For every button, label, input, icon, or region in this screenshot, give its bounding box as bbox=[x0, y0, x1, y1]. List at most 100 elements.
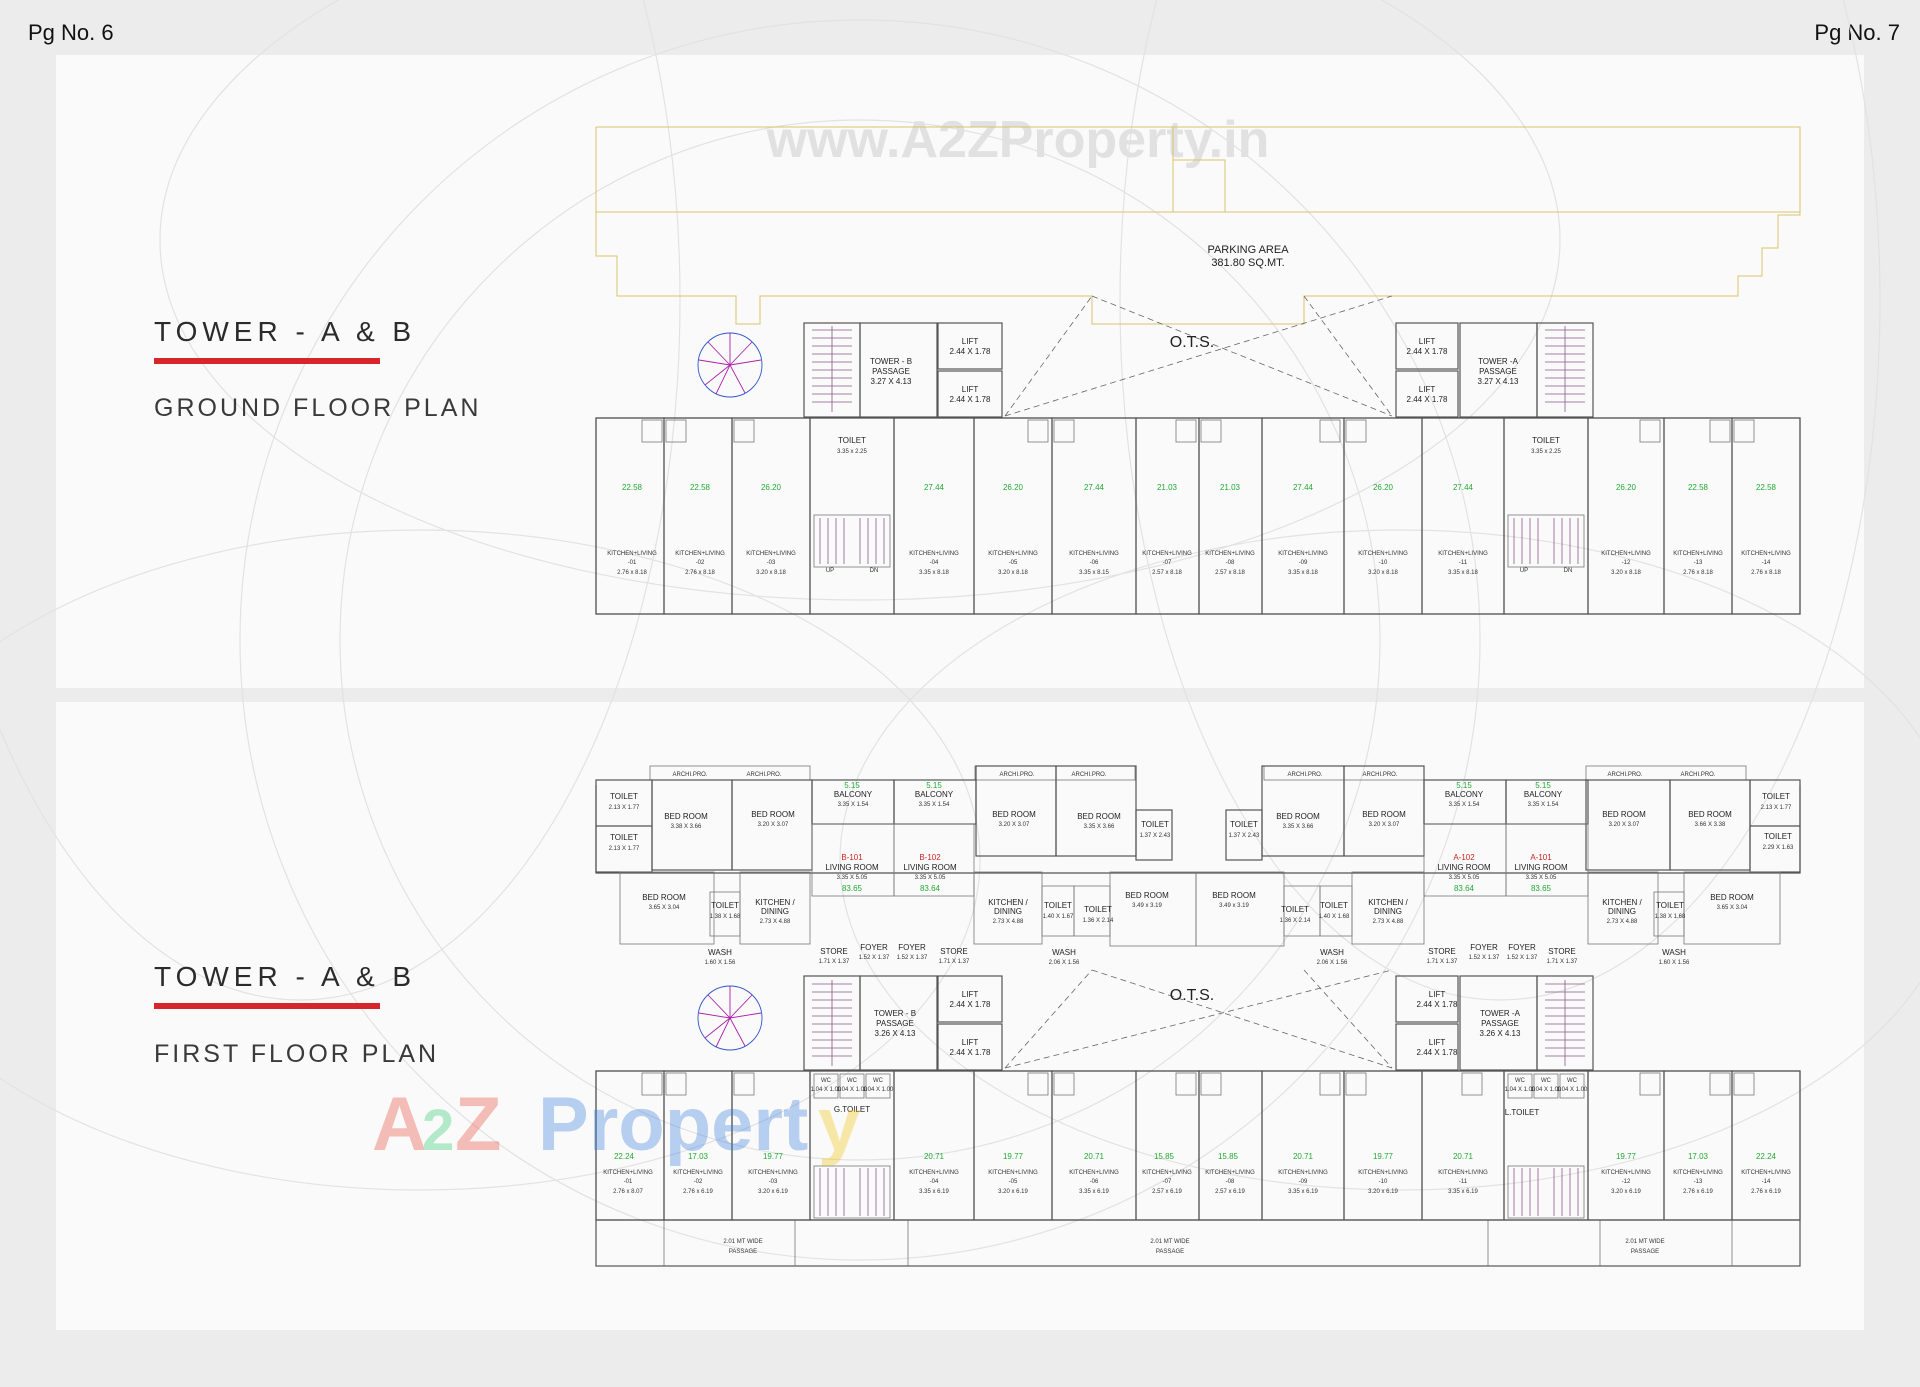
ground-unit-13-label: KITCHEN+LIVING bbox=[1673, 551, 1723, 557]
first-unit-12-num: -12 bbox=[1622, 1179, 1631, 1185]
parking-title: PARKING AREA bbox=[1207, 244, 1289, 256]
first-wash-2-size: 2.06 X 1.56 bbox=[1049, 960, 1080, 966]
first-balcony-4-area: 5.15 bbox=[1535, 781, 1551, 790]
first-bed-2-size: 3.20 X 3.07 bbox=[758, 822, 789, 828]
first-toilet-g-size: 1.38 X 1.68 bbox=[710, 914, 741, 920]
archi-5: ARCHI.PRO. bbox=[1287, 772, 1322, 778]
passage-b-name: TOWER - B bbox=[870, 357, 912, 366]
first-unit-04-area: 20.71 bbox=[924, 1152, 945, 1161]
first-toilet-g-label: TOILET bbox=[711, 901, 739, 910]
first-toilet-l-size: 1.38 X 1.68 bbox=[1655, 914, 1686, 920]
first-passage-a-size: 3.26 X 4.13 bbox=[1480, 1029, 1521, 1038]
wide-passage-3-label: 2.01 MT WIDE bbox=[1625, 1239, 1664, 1245]
flat-b102-label: LIVING ROOM bbox=[903, 863, 957, 872]
first-unit-04: 20.71 KITCHEN+LIVING -04 3.35 x 6.19 bbox=[893, 1070, 975, 1221]
wc-3-label: WC bbox=[873, 1078, 884, 1084]
wc-1-size: 1.04 X 1.00 bbox=[811, 1087, 842, 1093]
first-store-3-label: STORE bbox=[1428, 947, 1455, 956]
svg-text:Z: Z bbox=[455, 1082, 501, 1167]
first-unit-12-label: KITCHEN+LIVING bbox=[1601, 1170, 1651, 1176]
flat-b102-code: B-102 bbox=[919, 853, 941, 862]
ground-unit-07-num: -07 bbox=[1163, 560, 1172, 566]
first-unit-07-label: KITCHEN+LIVING bbox=[1142, 1170, 1192, 1176]
first-wash-4-size: 1.60 X 1.56 bbox=[1659, 960, 1690, 966]
ground-unit-01: 22.58 KITCHEN+LIVING -01 2.76 x 8.18 bbox=[595, 417, 665, 615]
first-kitchen-3-sub: DINING bbox=[1374, 907, 1402, 916]
svg-text:Propert: Propert bbox=[538, 1082, 808, 1167]
first-unit-03-size: 3.20 x 6.19 bbox=[758, 1189, 788, 1195]
first-bed-4-size: 3.35 X 3.66 bbox=[1084, 824, 1115, 830]
parking-area: 381.80 SQ.MT. bbox=[1211, 257, 1284, 269]
ground-unit-10: 26.20 KITCHEN+LIVING -10 3.20 x 8.18 bbox=[1343, 417, 1423, 615]
first-kitchen-3-size: 2.73 X 4.88 bbox=[1373, 919, 1404, 925]
first-unit-12: 19.77 KITCHEN+LIVING -12 3.20 x 6.19 bbox=[1587, 1070, 1665, 1221]
ground-unit-13-num: -13 bbox=[1694, 560, 1703, 566]
ground-stair-dn-right: DN bbox=[1564, 568, 1573, 574]
flat-b101-label: LIVING ROOM bbox=[825, 863, 879, 872]
first-bed-11-label: BED ROOM bbox=[1212, 891, 1256, 900]
first-unit-01-num: -01 bbox=[624, 1179, 633, 1185]
ground-unit-07: 21.03 KITCHEN+LIVING -07 2.57 x 8.18 bbox=[1135, 417, 1200, 615]
first-foyer-2-size: 1.52 X 1.37 bbox=[897, 955, 928, 961]
first-store-2-size: 1.71 X 1.37 bbox=[939, 959, 970, 965]
ground-unit-09-area: 27.44 bbox=[1293, 483, 1314, 492]
flat-a102-code: A-102 bbox=[1453, 853, 1475, 862]
ground-unit-03-num: -03 bbox=[767, 560, 776, 566]
ground-toilet-left-label: TOILET bbox=[838, 436, 866, 445]
first-passage-b-size: 3.26 X 4.13 bbox=[875, 1029, 916, 1038]
first-toilet-h-label: TOILET bbox=[1044, 901, 1072, 910]
first-bed-9-size: 3.65 X 3.04 bbox=[649, 905, 680, 911]
archi-4: ARCHI.PRO. bbox=[1071, 772, 1106, 778]
ground-unit-12-label: KITCHEN+LIVING bbox=[1601, 551, 1651, 557]
first-foyer-1-label: FOYER bbox=[860, 943, 888, 952]
ground-unit-01-num: -01 bbox=[628, 560, 637, 566]
first-unit-07-area: 15.85 bbox=[1154, 1152, 1175, 1161]
first-lift-1-size: 2.44 X 1.78 bbox=[950, 1000, 991, 1009]
first-balcony-4-size: 3.35 X 1.54 bbox=[1528, 802, 1559, 808]
first-unit-14-size: 2.76 x 6.19 bbox=[1751, 1189, 1781, 1195]
ground-unit-02: 22.58 KITCHEN+LIVING -02 2.76 x 8.18 bbox=[663, 417, 733, 615]
first-kitchen-4-size: 2.73 X 4.88 bbox=[1607, 919, 1638, 925]
wc-6-label: WC bbox=[1567, 1078, 1578, 1084]
ground-stair-up-left: UP bbox=[826, 568, 834, 574]
first-toilet-d-label: TOILET bbox=[1230, 820, 1258, 829]
first-unit-04-size: 3.35 x 6.19 bbox=[919, 1189, 949, 1195]
first-toilet-j-label: TOILET bbox=[1281, 905, 1309, 914]
first-unit-10-size: 3.20 x 6.19 bbox=[1368, 1189, 1398, 1195]
wc-5-size: 1.04 X 1.00 bbox=[1531, 1087, 1562, 1093]
first-wash-3-size: 2.06 X 1.56 bbox=[1317, 960, 1348, 966]
ground-unit-02-label: KITCHEN+LIVING bbox=[675, 551, 725, 557]
ground-unit-04-size: 3.35 x 8.18 bbox=[919, 570, 949, 576]
svg-text:2: 2 bbox=[422, 1098, 454, 1163]
first-wash-4-label: WASH bbox=[1662, 948, 1686, 957]
wc-4-label: WC bbox=[1515, 1078, 1526, 1084]
ground-unit-01-size: 2.76 x 8.18 bbox=[617, 570, 647, 576]
first-lift-3-label: LIFT bbox=[1429, 990, 1446, 999]
first-toilet-f-size: 2.29 X 1.63 bbox=[1763, 845, 1794, 851]
first-passage-b-type: PASSAGE bbox=[876, 1019, 914, 1028]
first-bed-10-size: 3.49 x 3.19 bbox=[1132, 903, 1162, 909]
first-unit-11-size: 3.35 x 6.19 bbox=[1448, 1189, 1478, 1195]
first-toilet-b-label: TOILET bbox=[610, 833, 638, 842]
first-store-1-label: STORE bbox=[820, 947, 847, 956]
ground-subheading: GROUND FLOOR PLAN bbox=[154, 394, 482, 422]
ground-unit-06-num: -06 bbox=[1090, 560, 1099, 566]
first-unit-03: 19.77 KITCHEN+LIVING -03 3.20 x 6.19 bbox=[731, 1070, 811, 1221]
first-toilet-b-size: 2.13 X 1.77 bbox=[609, 846, 640, 852]
first-subheading: FIRST FLOOR PLAN bbox=[154, 1040, 440, 1068]
first-unit-05-label: KITCHEN+LIVING bbox=[988, 1170, 1038, 1176]
first-unit-06-size: 3.35 x 6.19 bbox=[1079, 1189, 1109, 1195]
first-unit-02-size: 2.76 x 6.19 bbox=[683, 1189, 713, 1195]
wc-2-label: WC bbox=[847, 1078, 858, 1084]
ground-unit-05-area: 26.20 bbox=[1003, 483, 1024, 492]
first-toilet-k-label: TOILET bbox=[1320, 901, 1348, 910]
ots-label-ground: O.T.S. bbox=[1170, 334, 1214, 351]
first-bed-12-size: 3.65 X 3.04 bbox=[1717, 905, 1748, 911]
ground-unit-08-size: 2.57 x 8.18 bbox=[1215, 570, 1245, 576]
first-bed-2-label: BED ROOM bbox=[751, 810, 795, 819]
lift-1-size: 2.44 X 1.78 bbox=[950, 347, 991, 356]
flat-b101-size: 3.35 X 5.05 bbox=[837, 875, 868, 881]
first-unit-07-num: -07 bbox=[1163, 1179, 1172, 1185]
ground-unit-11: 27.44 KITCHEN+LIVING -11 3.35 x 8.18 bbox=[1421, 417, 1505, 615]
first-toilet-l-label: TOILET bbox=[1656, 901, 1684, 910]
